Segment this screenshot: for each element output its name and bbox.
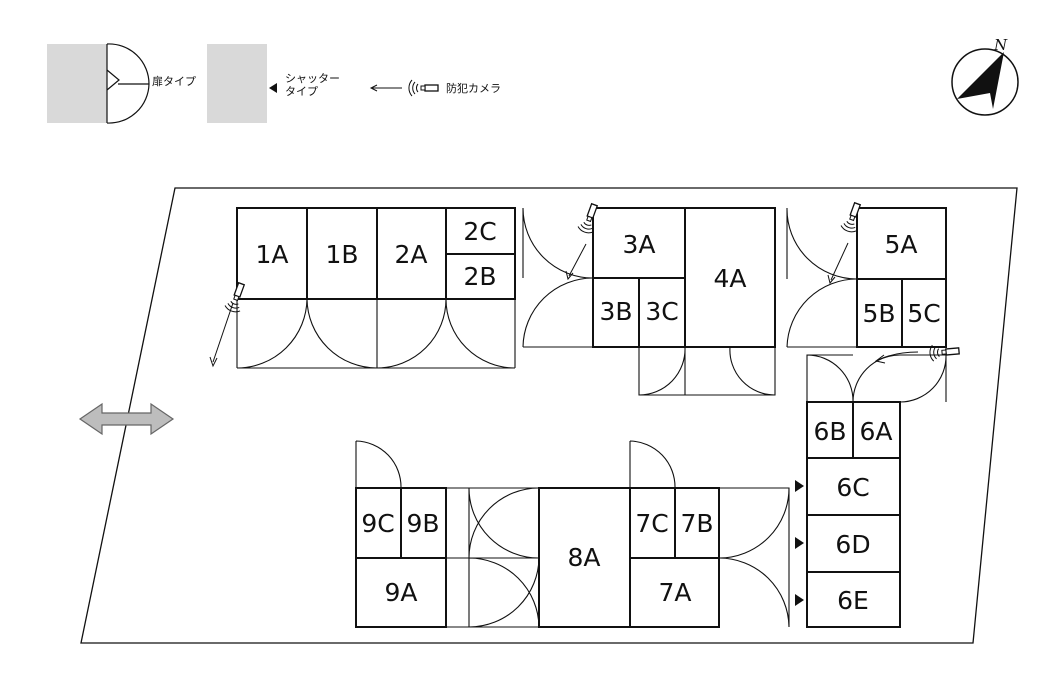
unit-1B[interactable]: 1B: [325, 240, 358, 269]
security-camera-icon: [209, 280, 250, 368]
unit-1A[interactable]: 1A: [255, 240, 288, 269]
north-arrow-icon: [957, 52, 1004, 109]
security-camera-icon: [565, 201, 603, 281]
block-7-8: 8A 7C 7B 7A: [538, 440, 790, 628]
north-label: N: [993, 36, 1008, 54]
unit-3C[interactable]: 3C: [645, 297, 678, 326]
unit-6A[interactable]: 6A: [859, 417, 892, 446]
security-camera-icon: [827, 200, 866, 285]
unit-6E[interactable]: 6E: [837, 586, 869, 615]
unit-4A[interactable]: 4A: [713, 264, 746, 293]
block-3-4: 3A 3B 3C 4A: [522, 207, 776, 396]
unit-6D[interactable]: 6D: [835, 530, 870, 559]
unit-9C[interactable]: 9C: [361, 509, 394, 538]
legend-shutter-label-line2: タイプ: [285, 85, 318, 98]
block-9: 9C 9B 9A: [355, 440, 540, 628]
shutter-marker-icon: [795, 537, 804, 549]
legend-camera-label: 防犯カメラ: [446, 81, 501, 95]
site-boundary: [80, 187, 1018, 644]
legend-door-unit: [47, 44, 107, 123]
unit-9B[interactable]: 9B: [406, 509, 439, 538]
shutter-marker-icon: [795, 480, 804, 492]
north-compass: N: [951, 36, 1019, 116]
unit-3B[interactable]: 3B: [599, 297, 632, 326]
legend-camera-icon: [369, 79, 439, 97]
unit-6C[interactable]: 6C: [836, 473, 869, 502]
unit-5A[interactable]: 5A: [884, 230, 917, 259]
unit-7C[interactable]: 7C: [635, 509, 668, 538]
unit-2B[interactable]: 2B: [463, 262, 496, 291]
legend-shutter-unit: [207, 44, 267, 123]
unit-6B[interactable]: 6B: [813, 417, 846, 446]
shutter-marker-icon: [269, 83, 277, 93]
block-5: 5A 5B 5C: [786, 207, 947, 348]
security-camera-icon: [874, 342, 961, 364]
legend-door-swing-icon: [106, 43, 150, 124]
block-6: 6B 6A 6C 6D 6E: [795, 354, 947, 628]
unit-2C[interactable]: 2C: [463, 217, 496, 246]
unit-3A[interactable]: 3A: [622, 230, 655, 259]
shutter-marker-icon: [795, 594, 804, 606]
unit-7B[interactable]: 7B: [680, 509, 713, 538]
unit-9A[interactable]: 9A: [384, 578, 417, 607]
unit-5B[interactable]: 5B: [862, 299, 895, 328]
legend-door-label: 扉タイプ: [152, 75, 196, 88]
legend: 扉タイプ シャッター タイプ 防犯カメラ: [47, 43, 501, 124]
block-1-2: 1A 1B 2A 2C 2B: [236, 207, 516, 369]
unit-8A[interactable]: 8A: [567, 543, 600, 572]
legend-shutter-label-line1: シャッター: [285, 72, 340, 85]
unit-7A[interactable]: 7A: [658, 578, 691, 607]
unit-2A[interactable]: 2A: [394, 240, 427, 269]
unit-5C[interactable]: 5C: [907, 299, 940, 328]
double-arrow-icon: [78, 402, 175, 436]
